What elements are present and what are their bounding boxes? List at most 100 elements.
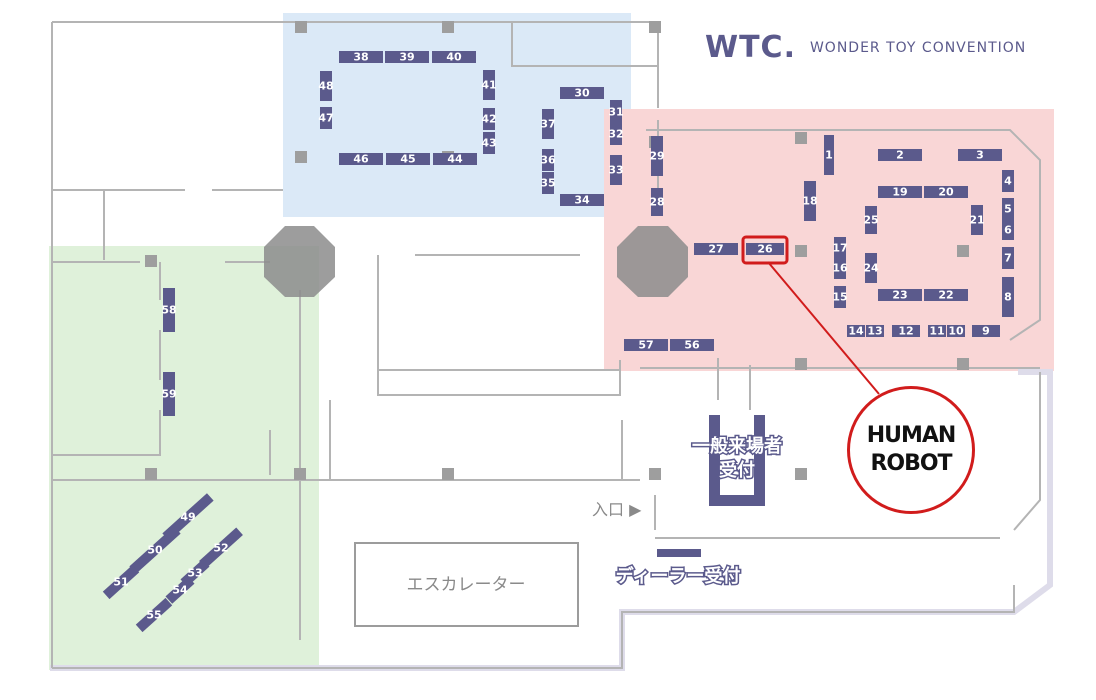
booth-55[interactable]: 55 <box>132 594 175 636</box>
booth-32[interactable]: 32 <box>608 123 624 145</box>
booth-rect <box>610 123 622 145</box>
booth-number: 43 <box>481 137 496 150</box>
booth-48[interactable]: 48 <box>318 71 334 101</box>
booth-rect <box>610 155 622 185</box>
booth-40[interactable]: 40 <box>432 51 476 64</box>
booth-5[interactable]: 5 <box>1002 198 1014 220</box>
booth-number: 21 <box>969 214 984 227</box>
booth-29[interactable]: 29 <box>649 136 665 176</box>
booth-6[interactable]: 6 <box>1002 220 1014 240</box>
booth-22[interactable]: 22 <box>924 289 968 302</box>
booth-rect <box>432 51 476 63</box>
booth-56[interactable]: 56 <box>670 339 714 352</box>
booth-rect <box>865 253 877 283</box>
booth-number: 22 <box>938 289 953 302</box>
booth-number: 59 <box>161 388 176 401</box>
booth-33[interactable]: 33 <box>608 155 624 185</box>
booth-rect <box>670 339 714 351</box>
booth-rect <box>560 87 604 99</box>
booth-rect <box>834 286 846 308</box>
booth-16[interactable]: 16 <box>832 257 848 279</box>
booth-23[interactable]: 23 <box>878 289 922 302</box>
booth-rect <box>878 289 922 301</box>
highlight-booth-26[interactable] <box>741 235 789 265</box>
booth-9[interactable]: 9 <box>972 325 1000 338</box>
human-robot-badge: HUMAN ROBOT <box>847 386 975 514</box>
booth-rect <box>163 288 175 332</box>
booth-8[interactable]: 8 <box>1002 277 1014 317</box>
booth-rect <box>320 71 332 101</box>
highlight-connector <box>767 261 880 395</box>
booth-rect <box>892 325 920 337</box>
booth-7[interactable]: 7 <box>1002 247 1014 269</box>
booth-rect <box>972 325 1000 337</box>
booth-1[interactable]: 1 <box>824 135 834 175</box>
booth-59[interactable]: 59 <box>161 372 177 416</box>
booth-rect <box>386 153 430 165</box>
booth-10[interactable]: 10 <box>947 325 965 338</box>
booth-27[interactable]: 27 <box>694 243 738 256</box>
booth-rect <box>824 135 834 175</box>
booth-50[interactable]: 50 <box>126 523 184 578</box>
booth-rect <box>542 109 554 139</box>
booth-11[interactable]: 11 <box>928 325 946 338</box>
booth-35[interactable]: 35 <box>540 172 556 194</box>
booth-15[interactable]: 15 <box>832 286 848 308</box>
booth-39[interactable]: 39 <box>385 51 429 64</box>
logo-mark: WTC. <box>705 30 796 65</box>
booth-17[interactable]: 17 <box>832 237 848 259</box>
booth-14[interactable]: 14 <box>847 325 865 338</box>
booth-12[interactable]: 12 <box>892 325 920 338</box>
booth-rect <box>624 339 668 351</box>
badge-line-1: HUMAN <box>866 423 957 448</box>
booth-rect <box>947 325 965 337</box>
booth-41[interactable]: 41 <box>481 70 497 100</box>
booth-26[interactable]: 26 <box>746 243 784 256</box>
booth-4[interactable]: 4 <box>1002 170 1014 192</box>
booth-number: 25 <box>863 214 878 227</box>
booth-28[interactable]: 28 <box>649 188 665 216</box>
booth-rect <box>924 289 968 301</box>
booth-rect <box>102 564 140 600</box>
booth-44[interactable]: 44 <box>433 153 477 166</box>
booth-rect <box>483 108 495 130</box>
booth-number: 46 <box>353 153 369 166</box>
logo-name: WONDER TOY CONVENTION <box>809 39 1027 56</box>
booth-43[interactable]: 43 <box>481 132 497 154</box>
booth-3[interactable]: 3 <box>958 149 1002 162</box>
booth-54[interactable]: 54 <box>162 573 198 608</box>
booth-number: 26 <box>757 243 773 256</box>
booth-number: 2 <box>896 149 904 162</box>
booth-number: 55 <box>146 609 161 622</box>
booth-30[interactable]: 30 <box>560 87 604 100</box>
booth-number: 36 <box>540 154 556 167</box>
booth-52[interactable]: 52 <box>196 524 246 572</box>
booth-57[interactable]: 57 <box>624 339 668 352</box>
booth-20[interactable]: 20 <box>924 186 968 199</box>
booth-37[interactable]: 37 <box>540 109 556 139</box>
zone-green <box>49 246 319 670</box>
booth-51[interactable]: 51 <box>99 561 142 603</box>
booth-47[interactable]: 47 <box>318 107 334 129</box>
booth-18[interactable]: 18 <box>802 181 818 221</box>
booth-36[interactable]: 36 <box>540 149 556 171</box>
booth-58[interactable]: 58 <box>161 288 177 332</box>
booth-number: 44 <box>447 153 463 166</box>
booth-46[interactable]: 46 <box>339 153 383 166</box>
booth-45[interactable]: 45 <box>386 153 430 166</box>
booth-24[interactable]: 24 <box>863 253 879 283</box>
booth-19[interactable]: 19 <box>878 186 922 199</box>
booth-25[interactable]: 25 <box>863 206 879 234</box>
booth-2[interactable]: 2 <box>878 149 922 162</box>
booth-31[interactable]: 31 <box>608 100 624 124</box>
booth-42[interactable]: 42 <box>481 108 497 130</box>
booth-38[interactable]: 38 <box>339 51 383 64</box>
booth-rect <box>339 153 383 165</box>
booth-34[interactable]: 34 <box>560 194 604 207</box>
booth-number: 47 <box>318 112 333 125</box>
booth-13[interactable]: 13 <box>866 325 884 338</box>
booth-number: 8 <box>1004 291 1012 304</box>
booth-21[interactable]: 21 <box>969 205 985 235</box>
booth-rect <box>483 132 495 154</box>
